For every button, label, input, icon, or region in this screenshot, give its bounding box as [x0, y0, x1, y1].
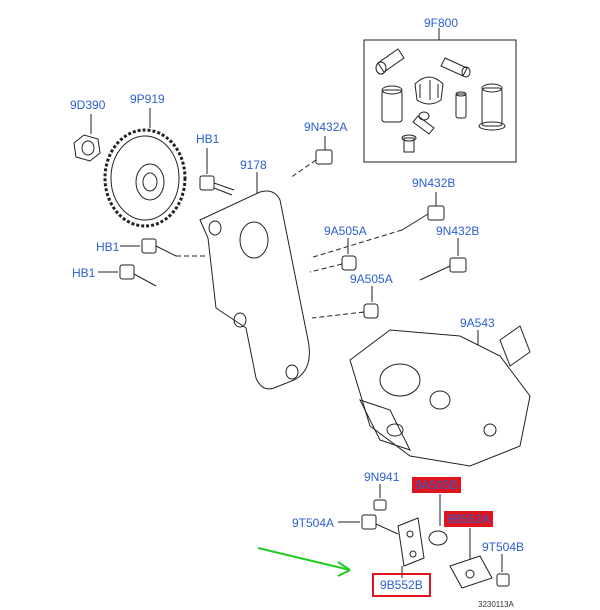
- bracket-9a505b: [428, 494, 448, 546]
- label-9n941: 9N941: [364, 470, 400, 484]
- label-9b552a: 9B552A: [444, 511, 493, 527]
- kit-box: [363, 28, 517, 163]
- pump-9a543: [349, 325, 531, 467]
- label-9a505a-1: 9A505A: [324, 224, 367, 238]
- label-hb1-mid: HB1: [96, 240, 120, 254]
- bolt-9n432b-top: [309, 192, 445, 259]
- document-number: 3230113A: [478, 600, 514, 609]
- label-9178: 9178: [240, 158, 267, 172]
- label-9n432a: 9N432A: [304, 120, 348, 134]
- label-9f800: 9F800: [424, 16, 459, 30]
- label-9p919: 9P919: [130, 92, 165, 106]
- pointer-arrow: [257, 547, 351, 577]
- bracket-9178: [199, 172, 310, 390]
- plate-9b552a: [449, 528, 493, 589]
- bolt-hb1-low: [98, 264, 157, 287]
- dowel-9a505a-1: [309, 238, 357, 273]
- nut-9t504b: [496, 554, 510, 587]
- label-9d390: 9D390: [70, 98, 106, 112]
- label-9t504b: 9T504B: [482, 540, 525, 554]
- label-9a505a-2: 9A505A: [350, 272, 393, 286]
- label-9a505b: 9A505B: [412, 477, 461, 493]
- bolt-9n432b-mid: [419, 238, 467, 281]
- bolt-9n941: [373, 484, 387, 511]
- label-9t504a: 9T504A: [292, 516, 335, 530]
- label-9b552b: 9B552B: [372, 573, 431, 597]
- label-9n432b-top: 9N432B: [412, 176, 456, 190]
- label-hb1-top: HB1: [196, 132, 220, 146]
- kit-parts: [375, 48, 506, 153]
- label-9a543: 9A543: [460, 316, 495, 330]
- label-hb1-low: HB1: [72, 266, 96, 280]
- bolt-9t504a: [338, 514, 399, 535]
- bolt-hb1-top: [199, 148, 235, 196]
- label-9n432b-mid: 9N432B: [436, 224, 480, 238]
- sprocket-9p919: [103, 108, 187, 228]
- dowel-9a505a-2: [311, 286, 379, 319]
- plate-9b552b: [397, 517, 425, 578]
- bolt-hb1-mid: [120, 238, 205, 257]
- nut-9d390: [73, 114, 101, 162]
- bolt-9n432a: [289, 136, 333, 179]
